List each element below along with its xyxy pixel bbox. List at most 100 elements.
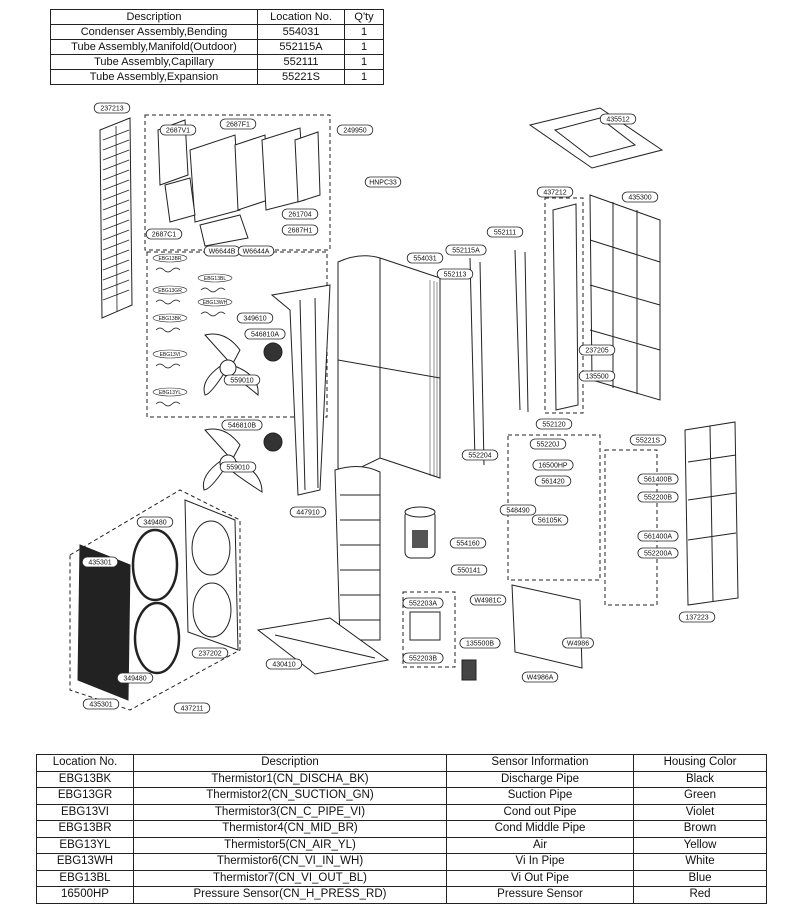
callout-label: 552203A — [409, 601, 437, 608]
callout-label: 137223 — [685, 615, 708, 622]
callout-label: 237213 — [100, 106, 123, 113]
callout-bubble: 561420 — [534, 475, 572, 487]
callout-label: 559010 — [226, 465, 249, 472]
parts-table-header: Description Location No. Q'ty — [50, 9, 384, 25]
cell-description: Thermistor4(CN_MID_BR) — [133, 820, 447, 838]
connector-label: EBG13BR — [152, 253, 188, 273]
cell-sensor-info: Vi Out Pipe — [446, 869, 634, 887]
callout-bubble: 137223 — [678, 611, 716, 623]
cell-location: EBG13BL — [36, 869, 134, 887]
callout-bubble: 237202 — [191, 647, 229, 659]
callout-bubble: 261704 — [281, 208, 319, 220]
motor-lower-part — [263, 432, 283, 452]
callout-label: 548490 — [506, 508, 529, 515]
callout-label: 552115A — [452, 248, 480, 255]
cell-location: 55221S — [257, 69, 345, 85]
fan-guard-lower-part — [133, 601, 181, 675]
svg-text:EBG13BK: EBG13BK — [159, 316, 182, 322]
callout-bubble: 435301 — [82, 698, 120, 710]
callout-bubble: 552115A — [445, 244, 487, 256]
callout-label: 430410 — [272, 662, 295, 669]
callout-label: W6644A — [243, 249, 270, 256]
header-housing-color: Housing Color — [633, 754, 767, 772]
callout-bubble: 135500 — [578, 370, 616, 382]
callout-bubble: 561400A — [637, 530, 679, 542]
callout-bubble: 55220J — [529, 438, 567, 450]
cell-qty: 1 — [344, 69, 384, 85]
callout-label: 349610 — [243, 316, 266, 323]
cell-description: Thermistor7(CN_VI_OUT_BL) — [133, 869, 447, 887]
callout-bubble: 249950 — [336, 124, 374, 136]
svg-text:EBG13VI: EBG13VI — [160, 352, 181, 358]
cell-description: Thermistor1(CN_DISCHA_BK) — [133, 770, 447, 788]
callout-bubble: 2687H1 — [281, 224, 319, 236]
callout-bubble: 435301 — [81, 556, 119, 568]
sensor-frame — [604, 449, 658, 606]
back-cover-part — [184, 499, 239, 651]
compressor-part — [404, 506, 436, 559]
callout-label: 552120 — [542, 422, 565, 429]
fan-upper-part — [203, 333, 259, 396]
wire-icon — [155, 327, 181, 333]
callout-label: 546810A — [251, 332, 279, 339]
callout-bubble: 559010 — [219, 461, 257, 473]
callout-bubble: 561400B — [637, 473, 679, 485]
sensor-table-header: Location No. Description Sensor Informat… — [36, 754, 767, 772]
cell-housing-color: Red — [633, 886, 767, 904]
callout-label: HNPC33 — [369, 180, 397, 187]
callout-label: 2687C1 — [152, 232, 177, 239]
wire-icon — [200, 311, 226, 317]
cell-location: 16500HP — [36, 886, 134, 904]
left-grille-part — [99, 117, 133, 319]
callout-bubble: 437212 — [536, 186, 574, 198]
callout-bubble: 16500HP — [532, 459, 574, 471]
callout-bubble: W4986 — [562, 637, 594, 649]
table-row: EBG13WH Thermistor6(CN_VI_IN_WH) Vi In P… — [36, 853, 767, 871]
callout-label: 559010 — [230, 378, 253, 385]
parts-table: Description Location No. Q'ty Condenser … — [50, 9, 384, 85]
callout-label: 552111 — [494, 230, 516, 237]
callout-bubble: 548490 — [499, 504, 537, 516]
callout-bubble: 554160 — [449, 537, 487, 549]
side-grille-part — [589, 194, 661, 401]
callout-label: 237202 — [198, 651, 221, 658]
control-box-part — [157, 119, 321, 247]
header-description: Description — [133, 754, 447, 772]
fan-guard-upper-part — [131, 528, 179, 602]
callout-bubble: 546810A — [244, 328, 286, 340]
connector-labels: EBG13BREBG13BLEBG13GREBG13WHEBG13BKEBG13… — [152, 253, 233, 407]
callout-bubble: 552200A — [637, 547, 679, 559]
callout-bubble: 437211 — [173, 702, 211, 714]
callout-label: 249950 — [343, 128, 366, 135]
callout-bubble: 430410 — [265, 658, 303, 670]
cell-location: EBG13VI — [36, 803, 134, 821]
fan-lower-part — [202, 428, 263, 493]
callout-bubble: 56105K — [531, 514, 569, 526]
callout-label: 2687F1 — [226, 122, 250, 129]
callout-bubble: 552203B — [402, 652, 444, 664]
top-panel-part — [528, 107, 664, 169]
table-row: EBG13BK Thermistor1(CN_DISCHA_BK) Discha… — [36, 770, 767, 788]
svg-text:EBG13GR: EBG13GR — [158, 288, 182, 294]
cell-description: Thermistor2(CN_SUCTION_GN) — [133, 787, 447, 805]
cell-sensor-info: Suction Pipe — [446, 787, 634, 805]
callout-label: W4986A — [527, 675, 554, 682]
cell-description: Pressure Sensor(CN_H_PRESS_RD) — [133, 886, 447, 904]
cell-housing-color: Yellow — [633, 836, 767, 854]
table-row: EBG13GR Thermistor2(CN_SUCTION_GN) Sucti… — [36, 787, 767, 805]
callout-bubble: W4986A — [521, 671, 559, 683]
callout-label: 552200B — [644, 495, 672, 502]
callout-bubble: 237205 — [578, 344, 616, 356]
table-row: EBG13BL Thermistor7(CN_VI_OUT_BL) Vi Out… — [36, 869, 767, 887]
table-row: Condenser Assembly,Bending 554031 1 — [50, 24, 384, 40]
cell-housing-color: Violet — [633, 803, 767, 821]
cell-description: Tube Assembly,Expansion — [50, 69, 258, 85]
callout-label: 447910 — [296, 510, 319, 517]
svg-text:EBG13BR: EBG13BR — [158, 256, 181, 262]
callout-label: 552113 — [444, 272, 467, 279]
callout-label: 554031 — [413, 256, 436, 263]
callout-label: 552203B — [409, 656, 437, 663]
callout-bubble: 447910 — [289, 506, 327, 518]
callout-label: W4986 — [567, 641, 589, 648]
callout-label: 437212 — [543, 190, 566, 197]
